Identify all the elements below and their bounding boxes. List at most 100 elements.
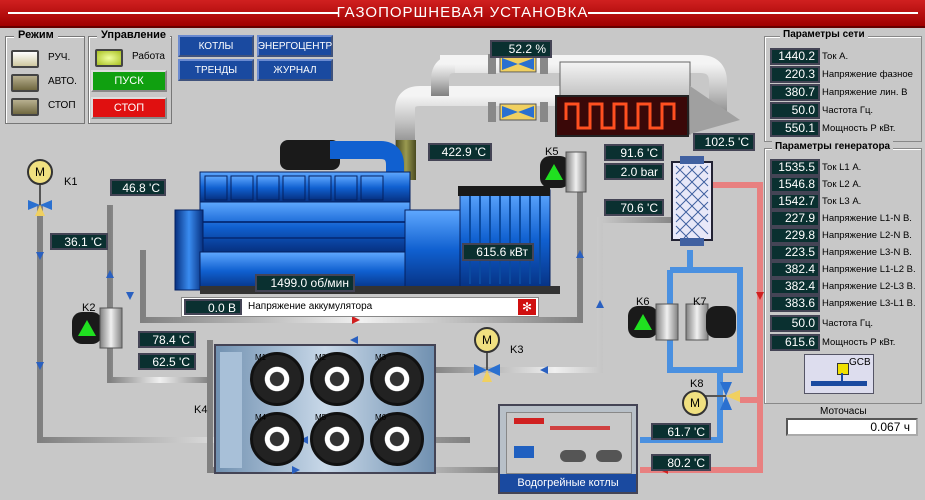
- engine-rpm: 1499.0 об/мин: [255, 274, 355, 292]
- net-value-2: 380.7: [770, 84, 820, 101]
- fan-m1: M1: [250, 352, 304, 406]
- hx-out-temp: 102.5 'C: [693, 133, 755, 151]
- pump-k7: [685, 303, 736, 341]
- work-lamp: [95, 49, 123, 67]
- k2-temp-2: 62.5 'C: [138, 353, 196, 370]
- control-title: Управление: [97, 29, 171, 41]
- gen-value-4: 229.8: [770, 227, 820, 244]
- alarm-icon[interactable]: ✻: [518, 299, 536, 315]
- fan-m2: M2: [310, 352, 364, 406]
- gen-label-10: Мощность Р кВт.: [822, 337, 896, 348]
- k5-temp: 91.6 'C: [604, 144, 664, 161]
- exhaust-valve-top: [488, 54, 548, 74]
- mode-stop-lamp[interactable]: [11, 98, 39, 116]
- gen-label-0: Ток L1 А.: [822, 162, 862, 173]
- motor-k8-symbol: M: [690, 396, 700, 410]
- left-temp: 36.1 'C: [50, 233, 108, 250]
- gen-value-0: 1535.5: [770, 159, 820, 176]
- mode-title: Режим: [14, 29, 58, 41]
- network-title: Параметры сети: [780, 29, 868, 40]
- gen-label-5: Напряжение L3-N В.: [822, 247, 912, 258]
- mode-manual-lamp[interactable]: [11, 50, 39, 68]
- mode-stop-label: СТОП: [48, 100, 76, 111]
- boilers-label: Водогрейные котлы: [500, 474, 636, 492]
- k8-temp-2: 80.2 'C: [651, 454, 711, 471]
- net-label-2: Напряжение лин. В: [822, 87, 908, 98]
- energy-center-button[interactable]: ЭНЕРГОЦЕНТР: [257, 35, 333, 57]
- battery-label: Напряжение аккумулятора: [248, 301, 373, 312]
- label-k1: K1: [64, 176, 78, 188]
- gen-value-9: 50.0: [770, 315, 820, 332]
- pump-k2: [72, 307, 123, 349]
- gen-value-3: 227.9: [770, 210, 820, 227]
- gen-label-8: Напряжение L3-L1 В.: [822, 298, 916, 309]
- pump-k5: [540, 151, 587, 193]
- gen-value-5: 223.5: [770, 244, 820, 261]
- label-k4: K4: [194, 404, 208, 416]
- boilers-thumbnail[interactable]: Водогрейные котлы: [498, 404, 638, 494]
- start-button[interactable]: ПУСК: [91, 70, 167, 92]
- mode-auto-label: АВТО.: [48, 76, 77, 87]
- gen-value-6: 382.4: [770, 261, 820, 278]
- net-value-0: 1440.2: [770, 48, 820, 65]
- work-label: Работа: [132, 51, 165, 62]
- net-label-1: Напряжение фазное: [822, 69, 913, 80]
- gen-value-2: 1542.7: [770, 193, 820, 210]
- fan-m5: M5: [310, 412, 364, 466]
- net-label-0: Ток А.: [822, 51, 849, 62]
- label-k5: K5: [545, 146, 559, 158]
- label-k2: K2: [82, 302, 96, 314]
- control-group: Управление: [88, 29, 172, 124]
- gen-label-7: Напряжение L2-L3 В.: [822, 281, 916, 292]
- page-title: ГАЗОПОРШНЕВАЯ УСТАНОВКА: [336, 4, 589, 21]
- motor-k1-symbol: M: [35, 165, 45, 179]
- label-k6: K6: [636, 296, 650, 308]
- gcb-breaker[interactable]: GCB: [804, 354, 874, 394]
- pump-k6: [628, 303, 679, 341]
- generator-title: Параметры генератора: [772, 141, 894, 152]
- gen-value-10: 615.6: [770, 334, 820, 351]
- k1-temp: 46.8 'C: [110, 179, 166, 196]
- gen-value-7: 382.4: [770, 278, 820, 295]
- gen-label-1: Ток L2 А.: [822, 179, 862, 190]
- valve-k8: [704, 382, 740, 410]
- mode-manual-label: РУЧ.: [48, 52, 71, 63]
- net-value-4: 550.1: [770, 120, 820, 137]
- plate-hx-temp: 70.6 'C: [604, 199, 664, 216]
- net-label-4: Мощность Р кВт.: [822, 123, 896, 134]
- label-k7: K7: [693, 296, 707, 308]
- journal-button[interactable]: ЖУРНАЛ: [257, 59, 333, 81]
- title-bar: ГАЗОПОРШНЕВАЯ УСТАНОВКА: [0, 0, 925, 28]
- k2-temp-1: 78.4 'C: [138, 331, 196, 348]
- mode-group: Режим: [5, 29, 85, 124]
- valve-top-percent: 52.2 %: [490, 40, 552, 58]
- stop-button[interactable]: СТОП: [91, 97, 167, 119]
- gen-label-6: Напряжение L1-L2 В.: [822, 264, 916, 275]
- trends-button[interactable]: ТРЕНДЫ: [178, 59, 254, 81]
- gen-label-2: Ток L3 А.: [822, 196, 862, 207]
- net-value-3: 50.0: [770, 102, 820, 119]
- motor-k3-symbol: M: [482, 333, 492, 347]
- gcb-indicator-icon: [837, 363, 849, 375]
- exhaust-temp: 422.9 'C: [428, 143, 492, 161]
- exhaust-valve-bottom: [488, 102, 548, 122]
- label-k3: K3: [510, 344, 524, 356]
- exhaust-heat-exchanger: [555, 95, 689, 137]
- fan-m6: M6: [370, 412, 424, 466]
- gen-value-8: 383.6: [770, 295, 820, 312]
- label-k8: K8: [690, 378, 704, 390]
- battery-value: 0.0 В: [184, 299, 242, 315]
- boilers-button[interactable]: КОТЛЫ: [178, 35, 254, 57]
- gen-label-9: Частота Гц.: [822, 318, 874, 329]
- generator-power: 615.6 кВт: [462, 243, 534, 261]
- valve-k1: [28, 182, 52, 216]
- battery-bar: 0.0 В Напряжение аккумулятора ✻: [181, 297, 539, 317]
- mode-auto-lamp[interactable]: [11, 74, 39, 92]
- motohours-title: Моточасы: [820, 406, 867, 417]
- net-value-1: 220.3: [770, 66, 820, 83]
- valve-k3: [474, 348, 500, 382]
- gen-label-3: Напряжение L1-N В.: [822, 213, 912, 224]
- k5-pressure: 2.0 bar: [604, 163, 664, 180]
